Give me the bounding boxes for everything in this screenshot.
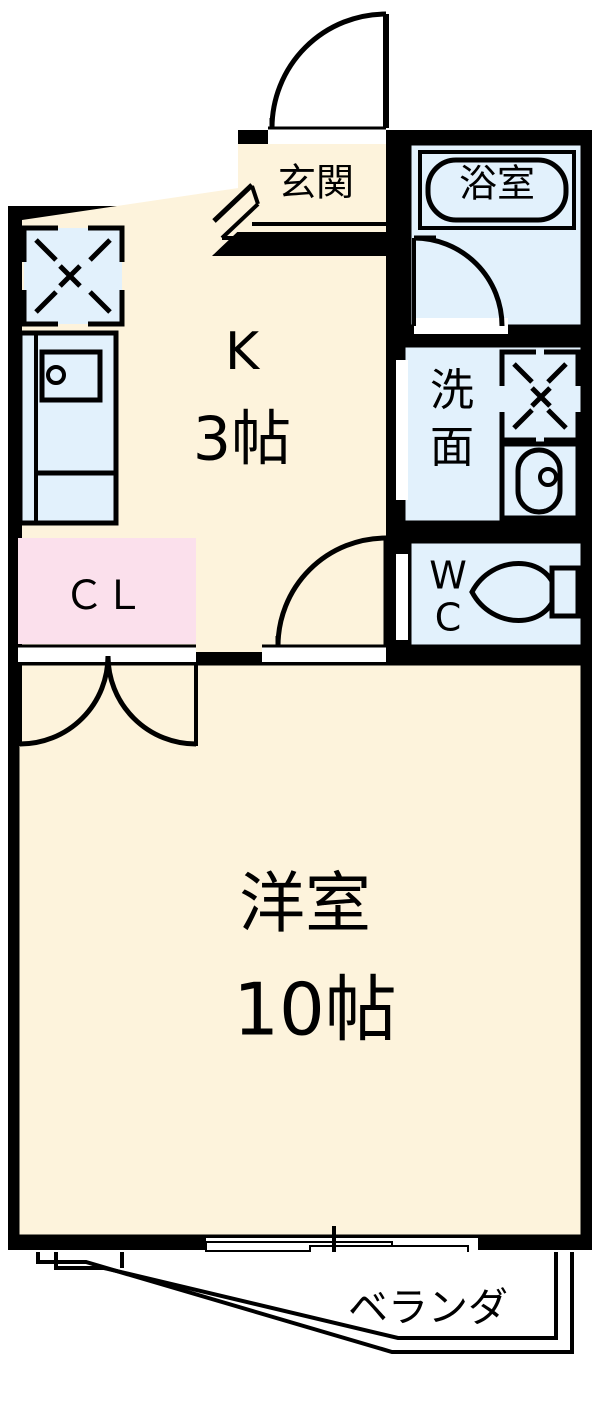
veranda-label: ベランダ [348,1285,508,1331]
washer-corner-tl [499,349,536,386]
sink-faucet [46,365,66,385]
bathroom-door-group[interactable] [412,235,508,334]
stove-corner-tl [21,225,58,262]
closet-door-arc-right [105,655,197,747]
washer-corner-tr [544,349,581,386]
washer-tick-bl [512,408,534,430]
entrance-label: 玄関 [278,161,354,205]
toilet-tank [549,565,581,619]
entrance-step-group [212,183,386,240]
toilet-bowl [469,561,581,623]
room-label-group: 玄関 K 3帖 浴室 洗 面 W C ＣＬ 洋室 10帖 ベランダ [64,161,535,1332]
entrance-step-edge-diagonal-upper [212,183,254,223]
mainroom-door-swing-arc [275,535,387,647]
bathtub [418,150,576,230]
mainroom-label-line2: 10帖 [233,968,397,1052]
washroom-label-line2: 面 [430,422,474,473]
washing-machine-space [499,349,581,443]
veranda-sliding-door[interactable] [205,1226,478,1268]
kitchen-notch-helper [22,144,252,222]
stove-tick-bl [34,290,58,314]
washroom-doorway-opening [396,360,408,500]
entrance-door-threshold [268,128,386,144]
washer-tick-tr [546,362,568,384]
mainroom-label-line1: 洋室 [239,865,371,942]
vanity-faucet [538,467,558,487]
mainroom-floor [18,664,582,1236]
stove-corner-br [88,290,125,327]
entrance-door-swing-arc [269,11,387,129]
toilet-doorway-opening [396,554,408,640]
entrance-step-edge-diagonal-lower [220,202,260,240]
kitchen-stove-cooktop [21,225,125,327]
closet-label: ＣＬ [64,573,144,619]
mainroom-outline [16,662,584,1238]
closet-doors[interactable] [18,644,198,747]
closet-door-threshold [18,646,196,662]
main-room-door-group[interactable] [262,535,389,662]
entrance-step-connector [250,185,260,205]
toilet-outline [408,540,584,648]
bathroom-label: 浴室 [459,162,535,206]
mainroom-door-threshold [262,646,386,662]
stove-corner-bl [21,290,58,327]
toilet-doorway[interactable] [396,554,408,640]
bathtub-basin [425,157,569,223]
washroom-doorway[interactable] [396,360,408,500]
vanity-basin [499,441,581,521]
bathroom-door-threshold [414,318,508,334]
closet-floor [18,538,196,644]
kitchen-label-line1: K [225,322,261,382]
washer-corner-br [544,412,581,443]
washer-corner-bl [499,412,536,443]
stove-corner-tr [88,225,125,262]
washer-tick-br [546,408,568,430]
washroom-label-line1: 洗 [430,365,474,416]
veranda-outline-group [36,1252,574,1354]
toilet-label-line1: W [429,554,467,598]
washer-x-stroke-2 [530,386,552,408]
stove-tick-tl [34,238,58,262]
stove-x-stroke-2 [58,264,82,288]
kitchen-label-line2: 3帖 [193,405,291,475]
stove-tick-tr [88,238,112,262]
stove-tick-br [88,290,112,314]
toilet-label-line2: C [435,596,462,640]
washer-tick-tl [512,362,534,384]
kitchen-sink-counter [17,330,119,526]
closet-door-arc-left [19,655,111,747]
entrance-door-group[interactable] [268,11,389,144]
